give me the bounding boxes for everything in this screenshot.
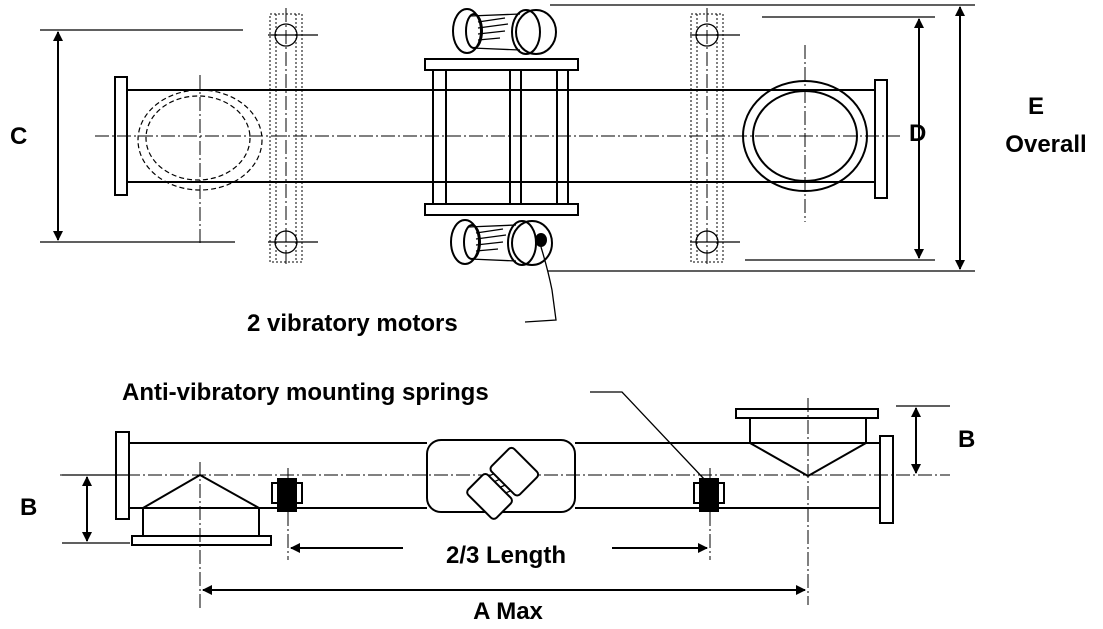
left-mounting-spring	[271, 468, 303, 560]
outlet-hopper	[735, 398, 879, 605]
label-a-max: A Max	[473, 598, 543, 625]
elevation-right-flange	[879, 435, 894, 524]
label-dim-d: D	[909, 120, 926, 147]
outlet-circle	[742, 45, 868, 222]
label-dim-e-overall: Overall	[1005, 131, 1086, 158]
elevation-view	[60, 391, 950, 610]
dimension-b-right	[896, 405, 950, 474]
left-spring-support	[268, 8, 318, 266]
label-two-thirds-length: 2/3 Length	[446, 542, 566, 569]
dimension-c	[40, 29, 243, 243]
label-dim-b-right: B	[958, 426, 975, 453]
plan-view	[40, 4, 975, 323]
inlet-hopper	[131, 462, 272, 610]
right-mounting-spring	[693, 468, 725, 560]
label-motors: 2 vibratory motors	[247, 310, 458, 337]
dimension-d	[745, 16, 935, 261]
label-dim-c: C	[10, 123, 27, 150]
right-end-flange	[874, 79, 888, 199]
label-springs: Anti-vibratory mounting springs	[122, 379, 489, 406]
top-vibratory-motor	[452, 8, 557, 55]
motor-frame	[424, 58, 579, 216]
right-spring-support	[690, 8, 740, 266]
dimension-b-left	[62, 474, 130, 544]
dimension-e	[548, 4, 975, 272]
label-dim-b-left: B	[20, 494, 37, 521]
bottom-vibratory-motor	[450, 219, 553, 266]
angled-motor	[466, 446, 540, 520]
label-dim-e: E	[1028, 93, 1044, 120]
inlet-hidden-outline	[137, 75, 263, 245]
